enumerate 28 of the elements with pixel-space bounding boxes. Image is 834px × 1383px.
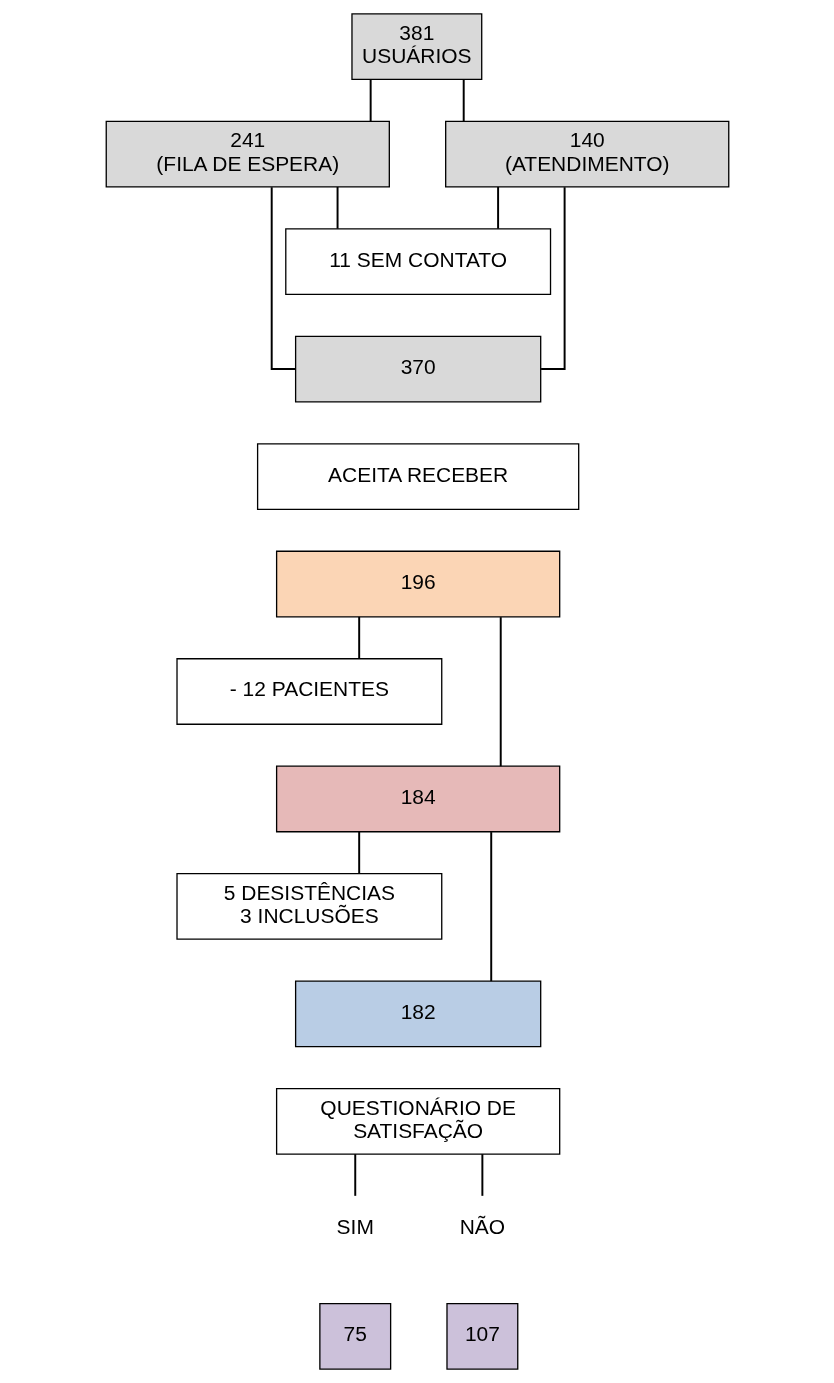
node-box: 140 (ATENDIMENTO) (444, 120, 729, 188)
connector (270, 186, 296, 371)
connector (357, 615, 360, 660)
node-box: 184 (275, 765, 560, 833)
connector (489, 831, 492, 983)
node-box: - 12 PACIENTES (175, 658, 442, 725)
connector (336, 186, 339, 230)
node-box: 196 (275, 550, 560, 618)
node-text: NÃO (459, 1214, 505, 1238)
node-box: ACEITA RECEBER (256, 443, 579, 510)
connector (496, 186, 499, 230)
node-box: 241 (FILA DE ESPERA) (105, 120, 390, 188)
connector (353, 1153, 356, 1197)
connector (539, 186, 566, 371)
node-box: 5 DESISTÊNCIAS 3 INCLUSÕES (175, 873, 442, 940)
connector (369, 78, 372, 123)
connector (480, 1153, 483, 1197)
connector (499, 616, 502, 768)
node-text: SIM (336, 1214, 374, 1238)
node-box: 11 SEM CONTATO (284, 228, 551, 296)
node-box: 381 USUÁRIOS (350, 13, 482, 81)
connector (357, 830, 360, 875)
node-box: 107 (445, 1302, 518, 1370)
node-box: 182 (294, 980, 541, 1048)
node-box: 75 (318, 1302, 391, 1370)
node-box: QUESTIONÁRIO DE SATISFAÇÃO (275, 1087, 560, 1155)
connector (462, 78, 465, 123)
node-box: 370 (294, 335, 541, 403)
